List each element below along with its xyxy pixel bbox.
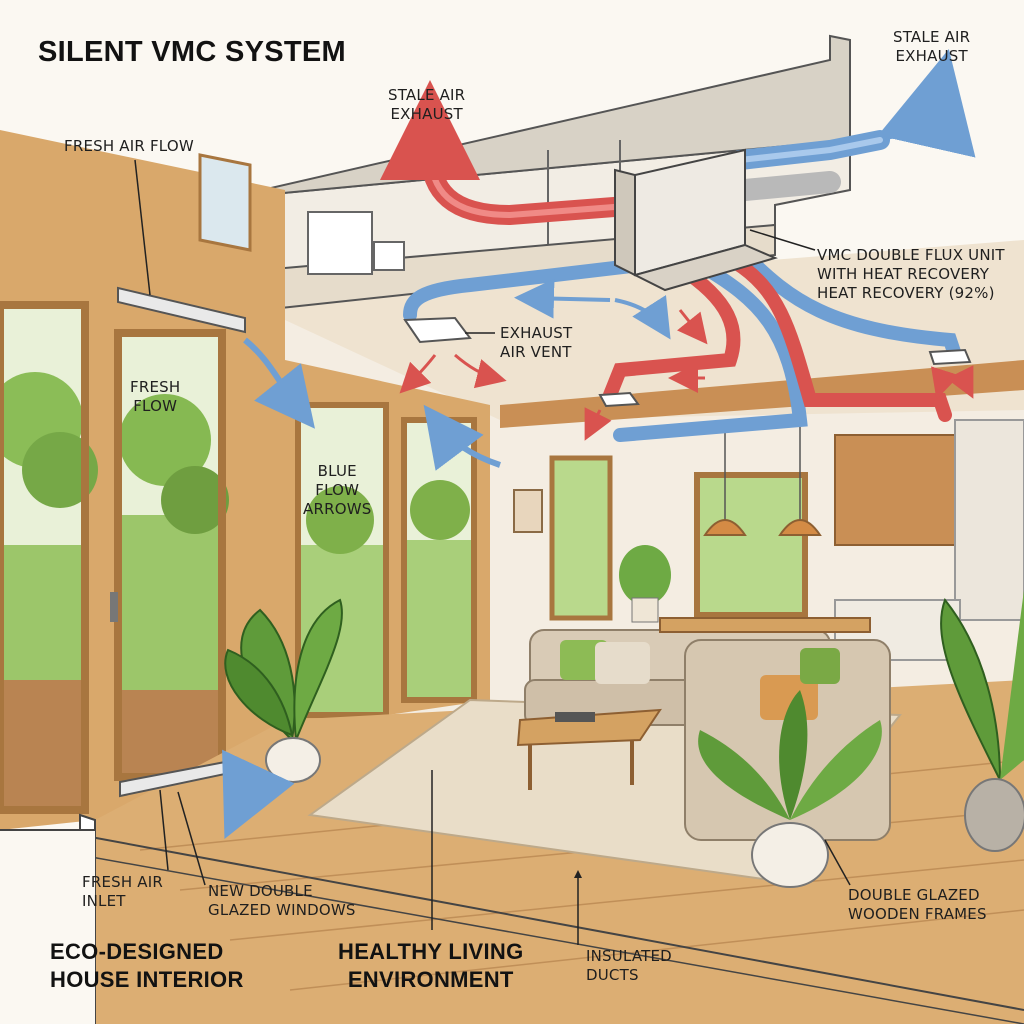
plant-fern xyxy=(698,690,882,888)
diagram-title: SILENT VMC SYSTEM xyxy=(38,36,347,68)
label-fresh-air-inlet: FRESH AIR INLET xyxy=(82,873,164,910)
exhaust-vent xyxy=(403,316,472,344)
dining-table xyxy=(659,617,871,633)
ceiling-beam xyxy=(500,360,1024,428)
trickle-vent-top xyxy=(117,286,246,334)
attic-box-small xyxy=(373,241,405,271)
heading-eco-designed: ECO-DESIGNED HOUSE INTERIOR xyxy=(50,939,244,992)
ceiling-vent xyxy=(598,391,640,408)
vmc-unit xyxy=(614,148,778,292)
supply-duct-right xyxy=(738,248,962,362)
pendant-lamp xyxy=(778,519,822,536)
insulated-flex-duct xyxy=(734,171,841,201)
label-exhaust-air-vent: EXHAUST AIR VENT xyxy=(500,324,573,361)
coffee-table xyxy=(516,708,662,790)
heading-healthy-living: HEALTHY LIVING ENVIRONMENT xyxy=(338,939,524,992)
label-fresh-flow: FRESH FLOW xyxy=(130,378,181,415)
supply-duct-center xyxy=(613,258,808,442)
label-double-glazed-wooden-frames: DOUBLE GLAZED WOODEN FRAMES xyxy=(848,886,987,923)
label-new-double-glazed-windows: NEW DOUBLE GLAZED WINDOWS xyxy=(208,882,356,919)
label-fresh-air-flow: FRESH AIR FLOW xyxy=(64,137,194,155)
label-stale-air-exhaust: STALE AIR EXHAUST xyxy=(388,86,466,123)
plant-tall-right xyxy=(940,590,1024,852)
pendant-lamp xyxy=(703,519,747,536)
label-vmc-unit: VMC DOUBLE FLUX UNIT WITH HEAT RECOVERY … xyxy=(817,246,1005,302)
label-insulated-ducts: INSULATED DUCTS xyxy=(586,947,672,984)
kitchen-cabinets xyxy=(834,434,956,546)
supply-duct-left xyxy=(403,258,647,322)
ceiling-vent xyxy=(928,348,972,366)
fresh-flow-arrow xyxy=(243,337,315,429)
extract-duct-right xyxy=(728,255,952,422)
stale-exhaust-arrow-exterior xyxy=(877,48,976,158)
blue-flow-arrow xyxy=(423,404,501,471)
label-stale-air-exhaust-exterior: STALE AIR EXHAUST xyxy=(893,28,971,65)
leader-lines xyxy=(134,159,851,945)
attic-box xyxy=(307,211,373,275)
label-blue-flow-arrows: BLUE FLOW ARROWS xyxy=(303,462,372,518)
